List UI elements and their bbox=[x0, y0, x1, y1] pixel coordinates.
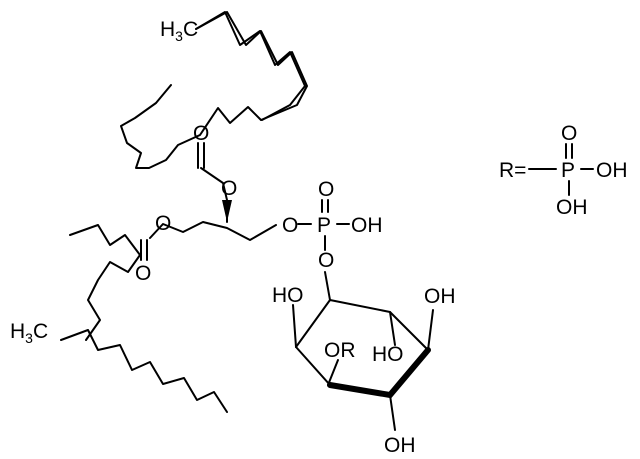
phosphorus-main: P bbox=[317, 214, 331, 237]
top-chain-backbone bbox=[195, 11, 306, 121]
legend-oh-right: OH bbox=[596, 159, 628, 182]
p-o-double: O bbox=[318, 178, 334, 201]
ring-oh-3: OH bbox=[384, 434, 416, 457]
stereo-wedge bbox=[222, 200, 232, 222]
carbonyl-o-top: O bbox=[193, 122, 209, 145]
top-acyl-chain bbox=[120, 11, 308, 169]
ring-oh3-bond bbox=[389, 394, 396, 431]
ring-or: OR bbox=[324, 339, 356, 362]
legend-oh-bottom: OH bbox=[556, 196, 588, 219]
methyl-top-label: H3C bbox=[160, 18, 198, 44]
carbonyl-o-left: O bbox=[135, 262, 151, 285]
ring-ho-2: HO bbox=[372, 343, 404, 366]
ring-oh-1: OH bbox=[424, 285, 456, 308]
ring-oh1-bond bbox=[427, 309, 434, 351]
ester-o-left: O bbox=[155, 212, 171, 235]
inositol-ring-left bbox=[295, 346, 331, 386]
ester-o-top: O bbox=[221, 177, 237, 200]
p-oh: OH bbox=[351, 214, 383, 237]
inositol-ring-back bbox=[295, 299, 429, 351]
glycerol-o: O bbox=[282, 214, 298, 237]
ring-ho-1: HO bbox=[272, 284, 304, 307]
legend-o-double: O bbox=[561, 122, 577, 145]
methyl-left-label: H3C bbox=[10, 320, 48, 346]
o-ring-bond bbox=[324, 271, 331, 301]
left-chain-upper bbox=[69, 224, 141, 341]
legend-r-label: R= bbox=[499, 159, 526, 182]
ring-ho1-bond bbox=[292, 304, 297, 348]
left-ester-link bbox=[149, 221, 277, 241]
left-acyl-chain bbox=[60, 329, 228, 413]
ring-or-bond bbox=[327, 359, 339, 386]
ring-ho2-bond bbox=[389, 311, 396, 346]
p-o-link: O bbox=[318, 249, 334, 272]
legend-p: P bbox=[561, 159, 575, 182]
